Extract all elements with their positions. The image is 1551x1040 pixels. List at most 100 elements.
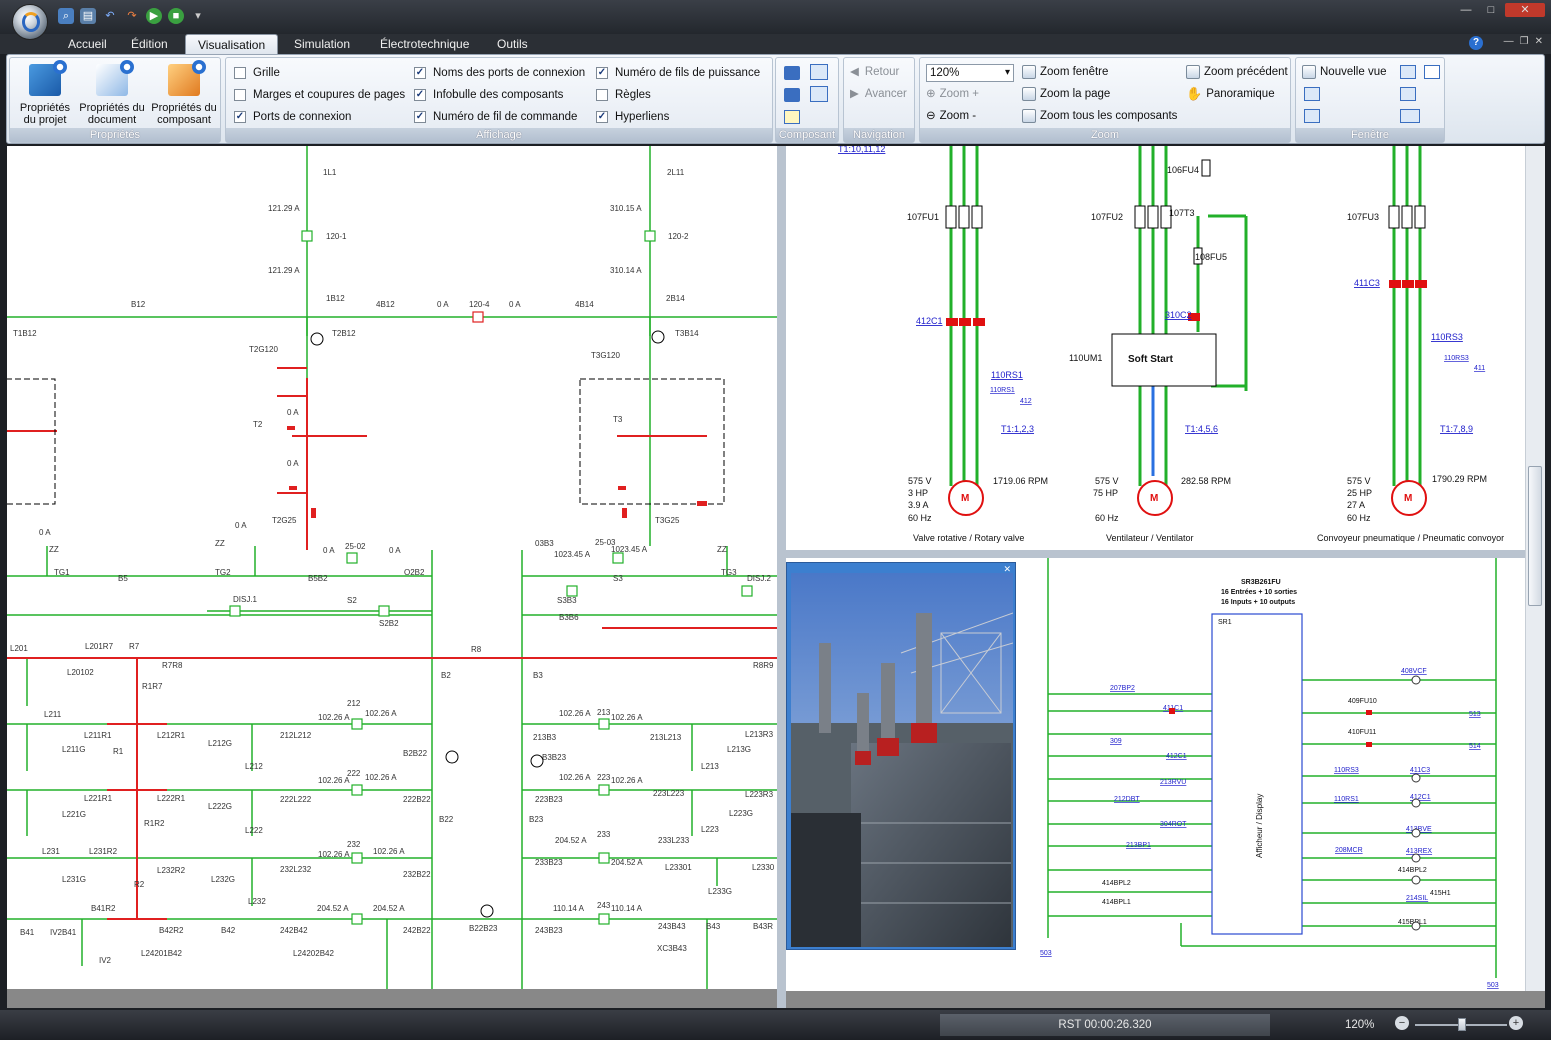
tab-visualisation[interactable]: Visualisation xyxy=(185,34,279,54)
hyperlink[interactable]: T1:4,5,6 xyxy=(1185,424,1218,434)
doc-minimize-button[interactable]: — xyxy=(1503,36,1514,47)
zoom-page-button[interactable]: Zoom la page xyxy=(1022,85,1110,103)
close-icon[interactable]: ✕ xyxy=(1003,564,1011,574)
help-icon[interactable]: ? xyxy=(1469,36,1483,50)
minimize-button[interactable]: — xyxy=(1460,4,1472,16)
zoom-all-button[interactable]: Zoom tous les composants xyxy=(1022,107,1177,125)
regles-checkbox[interactable]: Règles xyxy=(596,87,651,103)
component-photo-window[interactable]: ✕ xyxy=(786,562,1016,950)
tab-electrotechnique[interactable]: Électrotechnique xyxy=(380,37,470,51)
zoom-precedent-button[interactable]: Zoom précédent xyxy=(1186,63,1288,81)
tab-simulation[interactable]: Simulation xyxy=(294,37,351,51)
zoom-fenetre-button[interactable]: Zoom fenêtre xyxy=(1022,63,1108,81)
hyperlink[interactable]: 110RS3 xyxy=(1431,332,1463,342)
marges-checkbox[interactable]: Marges et coupures de pages xyxy=(234,87,405,103)
hyperlink[interactable]: 110RS1 xyxy=(990,387,1015,394)
zoom-slider[interactable]: − + xyxy=(1395,1016,1525,1032)
vertical-scroll-thumb[interactable] xyxy=(1528,466,1542,606)
hyperlink[interactable]: 412 xyxy=(1020,398,1032,405)
zoom-level-select[interactable]: 120% xyxy=(926,64,1014,82)
tab-edition[interactable]: Édition xyxy=(131,37,168,51)
vertical-splitter[interactable] xyxy=(777,146,786,1008)
hyperlink[interactable]: 412C1 xyxy=(916,316,943,326)
tab-accueil[interactable]: Accueil xyxy=(68,37,107,51)
single-line-diagram-pane[interactable]: 1L1 2L11 121.29 A 121.29 A 310.15 A 310.… xyxy=(7,146,777,989)
hyperlink[interactable]: T1:10,11,12 xyxy=(838,146,885,154)
application-menu-button[interactable] xyxy=(12,4,48,40)
panoramique-button[interactable]: ✋Panoramique xyxy=(1186,85,1275,103)
infobulle-checkbox[interactable]: ✓Infobulle des composants xyxy=(414,87,563,103)
hyperlink[interactable]: 214SIL xyxy=(1406,895,1428,902)
redo-icon[interactable]: ↷ xyxy=(127,10,137,22)
ports-connexion-checkbox[interactable]: ✓Ports de connexion xyxy=(234,109,351,125)
hyperlink[interactable]: 310C2 xyxy=(1165,310,1192,320)
hyperlink[interactable]: T1:1,2,3 xyxy=(1001,424,1034,434)
numero-fil-commande-checkbox[interactable]: ✓Numéro de fil de commande xyxy=(414,109,577,125)
avancer-button[interactable]: ▶Avancer xyxy=(850,85,907,103)
hyperlink[interactable]: 513 xyxy=(1469,711,1481,718)
hyperlink[interactable]: 514 xyxy=(1469,743,1481,750)
zoom-in-button[interactable]: + xyxy=(1509,1016,1523,1030)
grille-checkbox[interactable]: Grille xyxy=(234,65,280,81)
window-list-icon[interactable] xyxy=(1424,65,1440,79)
hyperlink[interactable]: 110RS3 xyxy=(1444,355,1469,362)
hyperlink[interactable]: 412C1 xyxy=(1166,753,1187,760)
hyperlink[interactable]: 413REX xyxy=(1406,848,1432,855)
tab-outils[interactable]: Outils xyxy=(497,37,528,51)
noms-ports-checkbox[interactable]: ✓Noms des ports de connexion xyxy=(414,65,585,81)
hyperlink[interactable]: 212DBT xyxy=(1114,796,1140,803)
switch-window-icon[interactable] xyxy=(1400,109,1420,123)
hyperliens-checkbox[interactable]: ✓Hyperliens xyxy=(596,109,669,125)
hyperlink[interactable]: 411 xyxy=(1474,365,1485,372)
numero-fils-puissance-checkbox[interactable]: ✓Numéro de fils de puissance xyxy=(596,65,760,81)
hyperlink[interactable]: 309 xyxy=(1110,738,1122,745)
hyperlink[interactable]: 213BP1 xyxy=(1126,842,1151,849)
hyperlink[interactable]: 411C3 xyxy=(1410,767,1430,774)
hyperlink[interactable]: T1:7,8,9 xyxy=(1440,424,1473,434)
doc-close-button[interactable]: ✕ xyxy=(1534,36,1543,47)
tile-vertical-icon[interactable] xyxy=(1400,65,1416,79)
component-ungroup-icon[interactable] xyxy=(810,86,828,102)
vertical-scrollbar[interactable] xyxy=(1525,146,1545,991)
nouvelle-vue-button[interactable]: Nouvelle vue xyxy=(1302,63,1386,81)
hyperlink[interactable]: 110RS3 xyxy=(1334,767,1359,774)
save-icon[interactable]: ▤ xyxy=(80,8,96,24)
customize-icon[interactable]: ▾ xyxy=(195,10,201,22)
arrange-icon[interactable] xyxy=(1400,87,1416,101)
hyperlink[interactable]: 110RS1 xyxy=(1334,796,1359,803)
cascade-icon[interactable] xyxy=(1304,87,1320,101)
retour-button[interactable]: ◀Retour xyxy=(850,63,899,81)
project-properties-button[interactable]: Propriétés du projet xyxy=(14,60,76,128)
component-find-icon[interactable] xyxy=(784,110,800,124)
undo-icon[interactable]: ↶ xyxy=(105,10,115,22)
hyperlink[interactable]: 408VCF xyxy=(1401,668,1427,675)
component-properties-button[interactable]: Propriétés du composant xyxy=(148,60,220,128)
horizontal-splitter[interactable] xyxy=(786,550,1525,558)
motor-schematic-pane[interactable]: M M M T1:10,11,12 412C1 310C2 411C3 110R… xyxy=(786,146,1525,550)
maximize-button[interactable]: □ xyxy=(1487,4,1495,16)
tile-horizontal-icon[interactable] xyxy=(1304,109,1320,123)
hyperlink[interactable]: 304ROT xyxy=(1160,821,1187,828)
zoom-minus-button[interactable]: ⊖Zoom - xyxy=(926,107,976,125)
hyperlink[interactable]: 503 xyxy=(1487,982,1499,989)
doc-restore-button[interactable]: ❐ xyxy=(1519,36,1529,47)
play-icon[interactable]: ▶ xyxy=(146,8,162,24)
component-id-icon[interactable] xyxy=(784,66,800,80)
zoom-plus-button[interactable]: ⊕Zoom + xyxy=(926,85,979,103)
hyperlink[interactable]: 412C1 xyxy=(1410,794,1431,801)
hyperlink[interactable]: 110RS1 xyxy=(991,370,1023,380)
zoom-slider-thumb[interactable] xyxy=(1458,1018,1466,1031)
zoom-out-button[interactable]: − xyxy=(1395,1016,1409,1030)
document-properties-button[interactable]: Propriétés du document xyxy=(78,60,146,128)
close-button[interactable]: ✕ xyxy=(1505,3,1545,17)
hyperlink[interactable]: 413BVE xyxy=(1406,826,1432,833)
hyperlink[interactable]: 208MCR xyxy=(1335,847,1363,854)
hyperlink[interactable]: 503 xyxy=(1040,950,1052,957)
component-group-icon[interactable] xyxy=(810,64,828,80)
hyperlink[interactable]: 411C3 xyxy=(1354,278,1380,288)
search-icon[interactable]: ⌕ xyxy=(58,8,74,24)
component-id2-icon[interactable] xyxy=(784,88,800,102)
hyperlink[interactable]: 207BP2 xyxy=(1110,685,1135,692)
hyperlink[interactable]: 213RVU xyxy=(1160,779,1186,786)
stop-icon[interactable]: ■ xyxy=(168,8,184,24)
